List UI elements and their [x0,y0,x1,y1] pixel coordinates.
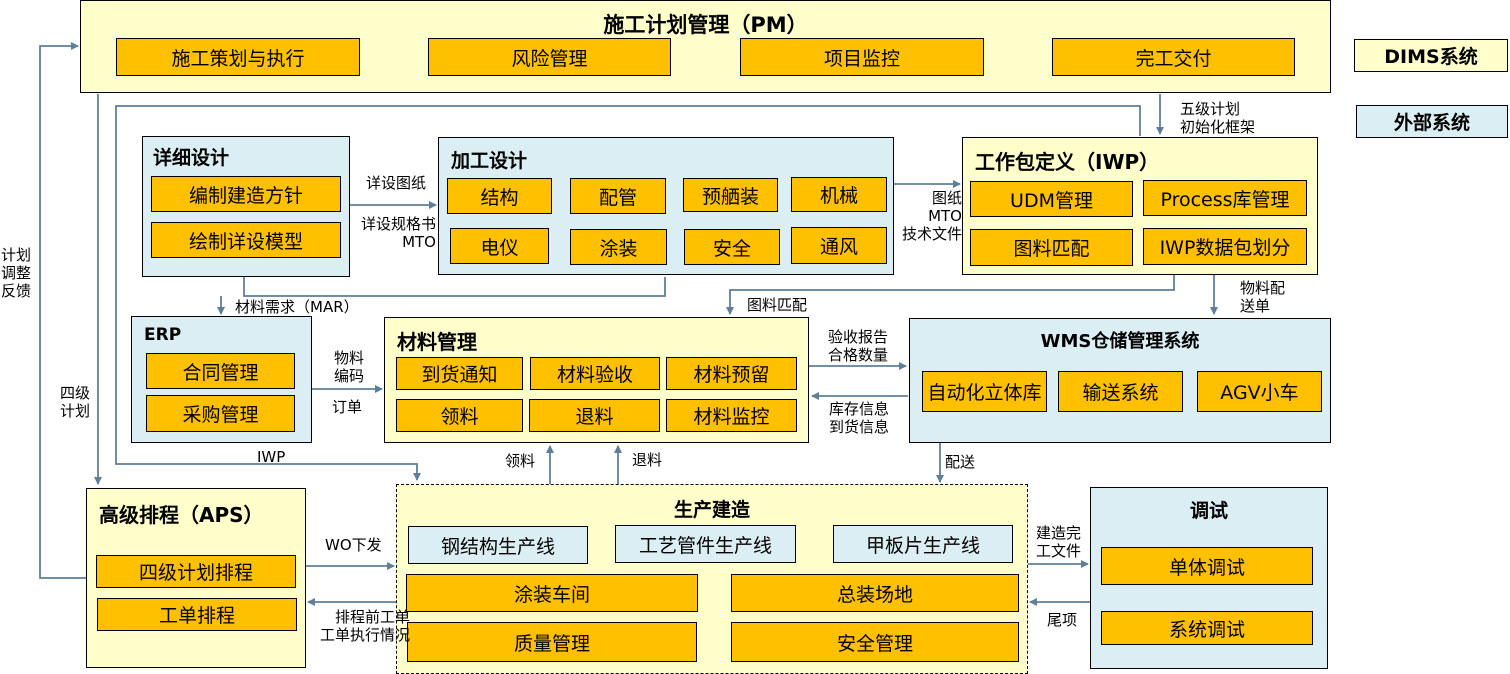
commissioning-title: 调试 [1189,500,1228,522]
arrow-iwp-to-production [115,105,1141,481]
label-drawing-match: 图料匹配 [747,296,808,314]
label-inventory-info: 库存信息 到货信息 [829,400,890,436]
aps-title: 高级排程（APS） [99,503,264,527]
material-title: 材料管理 [397,330,477,354]
material-item-return[interactable]: 退料 [529,399,660,432]
label-wo-feedback: 排程前工单 工单执行情况 [319,608,410,644]
label-pick: 领料 [505,452,536,470]
aps-item-workorder[interactable]: 工单排程 [97,598,297,631]
commissioning-item-system[interactable]: 系统调试 [1101,611,1313,645]
label-punch-items: 尾项 [1047,611,1078,629]
commissioning-item-unit[interactable]: 单体调试 [1101,547,1313,585]
production-line-pipe[interactable]: 工艺管件生产线 [615,525,796,563]
pm-item-handover[interactable]: 完工交付 [1052,38,1295,76]
iwp-title: 工作包定义（IWP） [975,150,1160,174]
process-item-safety[interactable]: 安全 [684,229,780,265]
detail-design-title: 详细设计 [153,147,230,169]
label-delivery-note: 物料配 送单 [1240,279,1286,315]
pm-item-planning[interactable]: 施工策划与执行 [116,38,360,76]
label-delivery: 配送 [945,453,976,471]
aps-item-level4[interactable]: 四级计划排程 [96,555,296,588]
arrow-plan-feedback [39,42,86,579]
pm-item-risk[interactable]: 风险管理 [428,38,671,76]
label-detail-drawings: 详设图纸 [366,174,427,192]
detail-item-model[interactable]: 绘制详设模型 [151,222,341,258]
production-item-assembly-yard[interactable]: 总装场地 [731,574,1019,612]
detail-item-guideline[interactable]: 编制建造方针 [151,176,341,212]
production-line-deck[interactable]: 甲板片生产线 [833,525,1013,563]
material-item-inspection[interactable]: 材料验收 [530,357,660,390]
production-item-coating-shop[interactable]: 涂装车间 [406,574,698,612]
iwp-item-match[interactable]: 图料匹配 [970,229,1133,266]
process-item-structure[interactable]: 结构 [447,178,552,214]
material-item-arrival[interactable]: 到货通知 [396,357,523,390]
label-level4-plan: 四级 计划 [60,384,91,420]
process-design-title: 加工设计 [451,150,528,172]
process-item-coating[interactable]: 涂装 [570,229,667,265]
process-item-ventilation[interactable]: 通风 [791,227,887,264]
material-item-monitor[interactable]: 材料监控 [666,399,797,432]
wms-item-agv[interactable]: AGV小车 [1197,371,1322,412]
process-item-ei[interactable]: 电仪 [450,228,549,264]
label-level5-init: 五级计划 初始化框架 [1180,100,1256,136]
label-plan-feedback: 计划 调整 反馈 [1,246,32,300]
label-completion-docs: 建造完 工文件 [1036,524,1082,560]
production-title: 生产建造 [673,499,750,521]
pm-title: 施工计划管理（PM） [603,13,808,37]
label-iwp: IWP [257,448,286,466]
production-line-steel[interactable]: 钢结构生产线 [408,526,588,564]
material-item-reserve[interactable]: 材料预留 [666,357,797,390]
wms-title: WMS仓储管理系统 [1040,331,1200,352]
process-item-mechanical[interactable]: 机械 [791,177,887,212]
production-item-safety[interactable]: 安全管理 [731,622,1019,662]
legend-external: 外部系统 [1356,105,1508,138]
material-item-pick[interactable]: 领料 [396,399,523,432]
arrow-mar [243,277,666,297]
label-order: 订单 [332,398,363,416]
wms-item-asrs[interactable]: 自动化立体库 [922,371,1047,412]
erp-title: ERP [144,325,182,345]
production-item-quality[interactable]: 质量管理 [407,622,697,662]
iwp-item-udm[interactable]: UDM管理 [970,181,1133,217]
process-item-outfitting[interactable]: 预舾装 [683,178,778,212]
pm-item-monitor[interactable]: 项目监控 [740,38,984,76]
erp-item-contract[interactable]: 合同管理 [146,353,295,389]
wms-item-conveyor[interactable]: 输送系统 [1058,371,1183,412]
label-detail-spec: 详设规格书 MTO [360,215,436,251]
label-wo-issue: WO下发 [325,536,382,554]
label-material-code: 物料 编码 [334,349,365,385]
erp-item-purchase[interactable]: 采购管理 [146,395,295,432]
legend-dims: DIMS系统 [1354,39,1508,72]
iwp-item-process-lib[interactable]: Process库管理 [1143,180,1307,216]
iwp-item-package[interactable]: IWP数据包划分 [1143,228,1307,265]
label-drawings-mto-docs: 图纸 MTO 技术文件 [901,189,962,243]
process-item-piping[interactable]: 配管 [570,178,666,214]
arrow-drawing-match [726,275,1175,315]
label-mar: 材料需求（MAR） [235,298,359,316]
label-return: 退料 [632,451,663,469]
label-acceptance-report: 验收报告 合格数量 [828,328,889,364]
